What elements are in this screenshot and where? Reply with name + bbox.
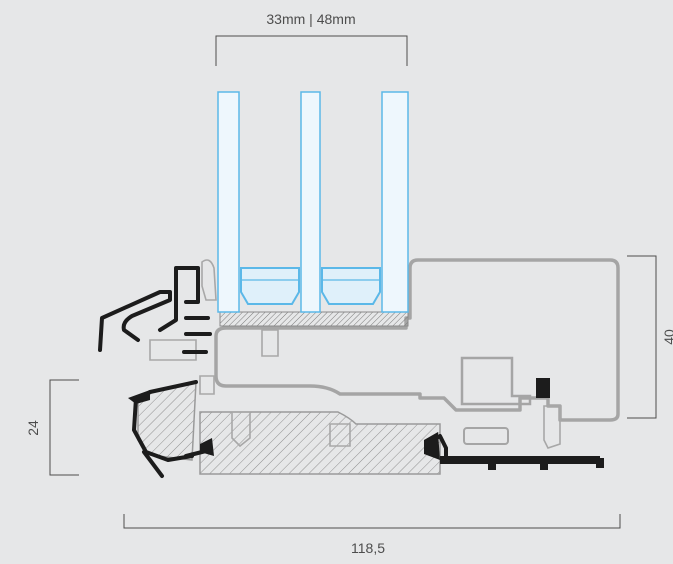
height-dimension-right-line (627, 255, 657, 419)
height-dimension-left-label: 24 (25, 420, 41, 436)
triple-glazing-unit (217, 91, 409, 313)
height-dimension-right: 40 (627, 255, 673, 419)
glass-pane-middle (300, 91, 321, 313)
height-dimension-left-line (49, 379, 79, 476)
width-dimension-bottom-label: 118,5 (351, 540, 385, 556)
glazing-dimension-label: 33mm | 48mm (266, 11, 355, 27)
outer-glazing-bead (158, 266, 200, 332)
glazing-dimension-line (215, 35, 408, 66)
sash-frame-profile (214, 258, 620, 422)
glazing-dimension: 33mm | 48mm (215, 11, 408, 66)
glass-pane-outer (217, 91, 240, 313)
black-gasket-solids (128, 378, 604, 470)
drainage-slot (463, 427, 509, 445)
frame-inner-channel (460, 356, 532, 406)
glass-pane-inner (381, 91, 409, 313)
height-dimension-left: 24 (25, 379, 79, 476)
glass-spacer-bar-2 (321, 267, 381, 305)
glass-spacer-bar-1 (240, 267, 300, 305)
light-seals (149, 259, 561, 449)
width-dimension-bottom: 118,5 (123, 514, 621, 556)
drip-clip (182, 316, 212, 354)
glass-seating-block (219, 311, 409, 327)
drip-profile-top (98, 290, 172, 352)
timber-sill-section (199, 411, 441, 475)
height-dimension-right-label: 40 (661, 329, 673, 345)
width-dimension-bottom-line (123, 514, 621, 529)
